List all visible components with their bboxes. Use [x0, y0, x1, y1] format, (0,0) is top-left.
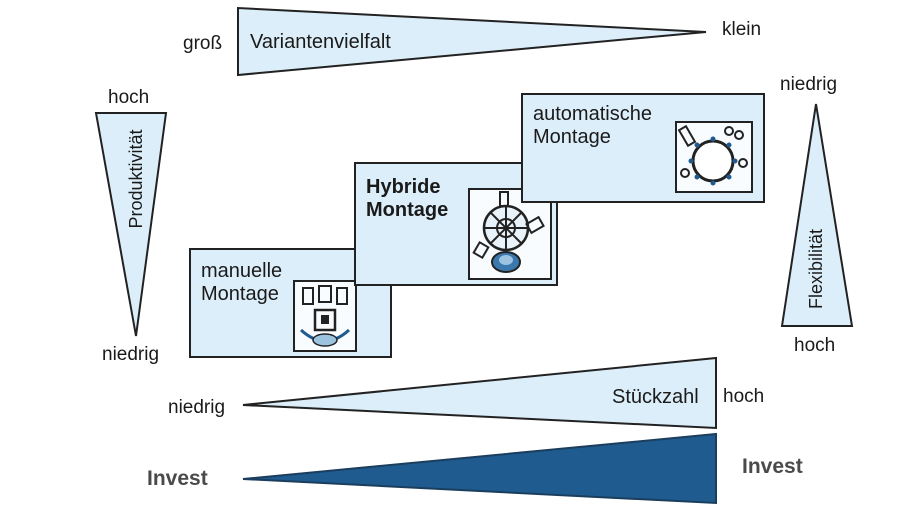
variety-wedge-label: Variantenvielfalt — [250, 31, 391, 53]
invest-right-label: Invest — [742, 455, 803, 478]
flexibility-wedge-label: Flexibilität — [806, 228, 826, 310]
quantity-wedge — [242, 356, 717, 430]
productivity-top-label: hoch — [108, 87, 150, 108]
productivity-wedge — [94, 112, 168, 337]
quantity-right-label: hoch — [723, 386, 765, 407]
invest-left-label: Invest — [147, 467, 208, 490]
productivity-bottom-label: niedrig — [102, 344, 160, 365]
flexibility-wedge — [780, 103, 854, 327]
flexibility-top-label: niedrig — [780, 74, 838, 95]
hybrid-assembly-box: Hybride Montage — [354, 162, 558, 286]
flexibility-bottom-label: hoch — [794, 335, 836, 356]
variety-left-label: groß — [183, 33, 223, 54]
variety-right-label: klein — [722, 19, 762, 40]
manual-workstation-icon — [293, 280, 357, 352]
quantity-left-label: niedrig — [168, 397, 226, 418]
invest-wedge — [242, 432, 717, 505]
manual-assembly-title: manuelle Montage — [201, 260, 283, 305]
productivity-wedge-label: Produktivität — [126, 129, 146, 229]
automatic-assembly-box: automatische Montage — [521, 93, 765, 203]
variety-wedge — [237, 6, 707, 77]
hybrid-assembly-title: Hybride Montage — [366, 176, 449, 221]
hybrid-station-icon — [468, 188, 552, 280]
quantity-wedge-label: Stückzahl — [612, 386, 699, 408]
rotary-table-icon — [675, 121, 753, 193]
automatic-assembly-title: automatische Montage — [533, 103, 652, 148]
